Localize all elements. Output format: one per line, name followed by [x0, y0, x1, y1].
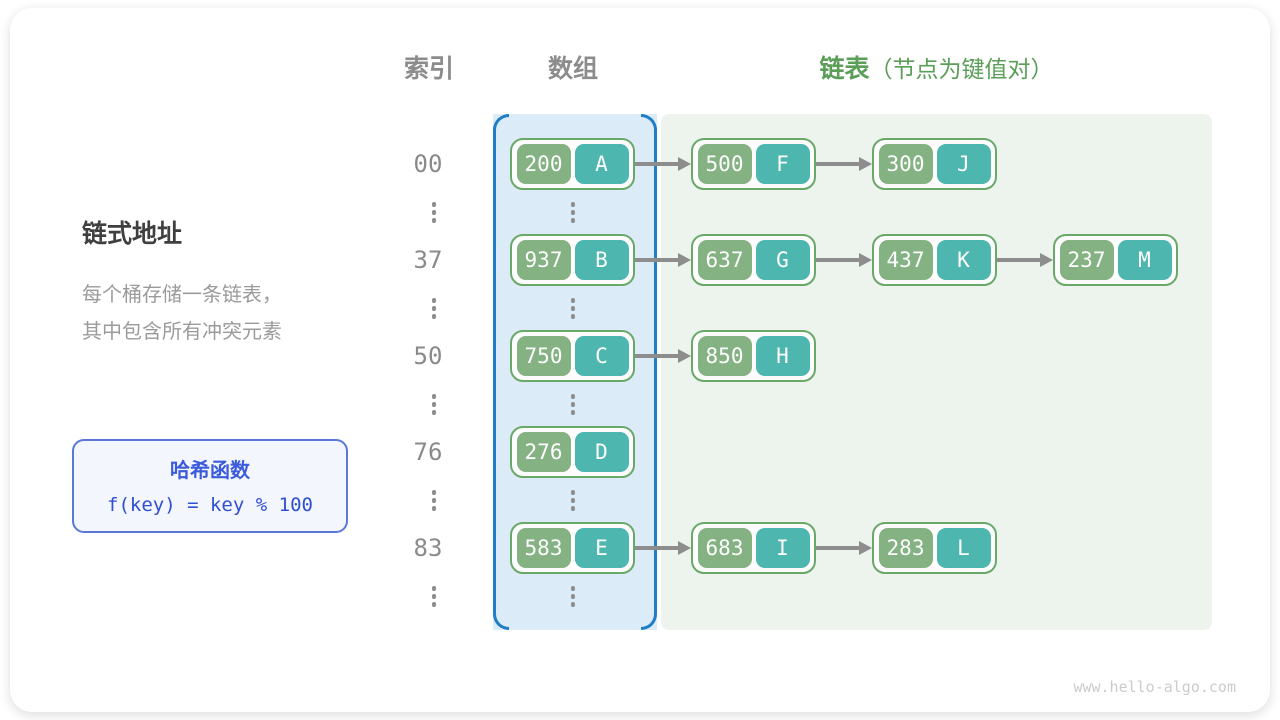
ellipsis-icon — [566, 394, 580, 415]
key-cell: 200 — [516, 144, 571, 184]
key-cell: 750 — [516, 336, 571, 376]
value-cell: B — [574, 240, 629, 280]
arrow-icon — [635, 253, 691, 267]
ellipsis-icon — [566, 586, 580, 607]
bucket-row-83: 83 583 E 683 I 283 L — [400, 522, 997, 574]
concept-description-line1: 每个桶存储一条链表， — [82, 284, 282, 306]
value-cell: L — [936, 528, 991, 568]
value-cell: D — [574, 432, 629, 472]
bucket-node: 750 C — [510, 330, 635, 382]
value-cell: E — [574, 528, 629, 568]
hash-function-formula: f(key) = key % 100 — [107, 494, 313, 516]
value-cell: C — [574, 336, 629, 376]
key-cell: 283 — [878, 528, 933, 568]
arrow-icon — [816, 157, 872, 171]
concept-description-line2: 其中包含所有冲突元素 — [82, 321, 282, 343]
list-node: 683 I — [691, 522, 816, 574]
ellipsis-icon — [427, 394, 441, 415]
arrow-icon — [997, 253, 1053, 267]
value-cell: I — [755, 528, 810, 568]
key-cell: 500 — [697, 144, 752, 184]
ellipsis-icon — [427, 490, 441, 511]
key-cell: 850 — [697, 336, 752, 376]
ellipsis-icon — [566, 298, 580, 319]
index-label: 37 — [413, 246, 443, 274]
hash-function-title: 哈希函数 — [170, 460, 250, 482]
ellipsis-icon — [566, 202, 580, 223]
concept-title: 链式地址 — [82, 220, 183, 248]
concept-description: 每个桶存储一条链表， 其中包含所有冲突元素 — [82, 277, 282, 351]
value-cell: M — [1117, 240, 1172, 280]
bucket-row-50: 50 750 C 850 H — [400, 330, 816, 382]
key-cell: 583 — [516, 528, 571, 568]
bucket-node: 200 A — [510, 138, 635, 190]
value-cell: F — [755, 144, 810, 184]
list-node: 437 K — [872, 234, 997, 286]
index-label: 76 — [413, 438, 443, 466]
list-node: 237 M — [1053, 234, 1178, 286]
arrow-icon — [635, 349, 691, 363]
value-cell: H — [755, 336, 810, 376]
bucket-node: 937 B — [510, 234, 635, 286]
ellipsis-icon — [427, 298, 441, 319]
key-cell: 300 — [878, 144, 933, 184]
bucket-node: 583 E — [510, 522, 635, 574]
hash-function-box: 哈希函数 f(key) = key % 100 — [72, 439, 348, 533]
list-node: 850 H — [691, 330, 816, 382]
bucket-row-00: 00 200 A 500 F 300 J — [400, 138, 997, 190]
key-cell: 637 — [697, 240, 752, 280]
ellipsis-icon — [427, 586, 441, 607]
bucket-row-76: 76 276 D — [400, 426, 635, 478]
value-cell: K — [936, 240, 991, 280]
column-header-array: 数组 — [547, 55, 598, 83]
value-cell: G — [755, 240, 810, 280]
list-header-label: 链表 — [819, 55, 870, 83]
list-node: 300 J — [872, 138, 997, 190]
list-node: 500 F — [691, 138, 816, 190]
key-cell: 683 — [697, 528, 752, 568]
arrow-icon — [635, 541, 691, 555]
value-cell: J — [936, 144, 991, 184]
key-cell: 276 — [516, 432, 571, 472]
arrow-icon — [635, 157, 691, 171]
column-header-index: 索引 — [403, 55, 454, 83]
arrow-icon — [816, 253, 872, 267]
key-cell: 237 — [1059, 240, 1114, 280]
watermark-url: www.hello-algo.com — [1073, 678, 1236, 696]
bucket-node: 276 D — [510, 426, 635, 478]
key-cell: 437 — [878, 240, 933, 280]
bucket-row-37: 37 937 B 637 G 437 K 237 M — [400, 234, 1178, 286]
list-header-note: （节点为键值对） — [869, 56, 1054, 82]
value-cell: A — [574, 144, 629, 184]
list-node: 283 L — [872, 522, 997, 574]
arrow-icon — [816, 541, 872, 555]
ellipsis-icon — [427, 202, 441, 223]
index-label: 00 — [413, 150, 443, 178]
index-label: 83 — [413, 534, 443, 562]
index-label: 50 — [413, 342, 443, 370]
column-header-list: 链表 （节点为键值对） — [661, 52, 1212, 86]
list-node: 637 G — [691, 234, 816, 286]
key-cell: 937 — [516, 240, 571, 280]
ellipsis-icon — [566, 490, 580, 511]
